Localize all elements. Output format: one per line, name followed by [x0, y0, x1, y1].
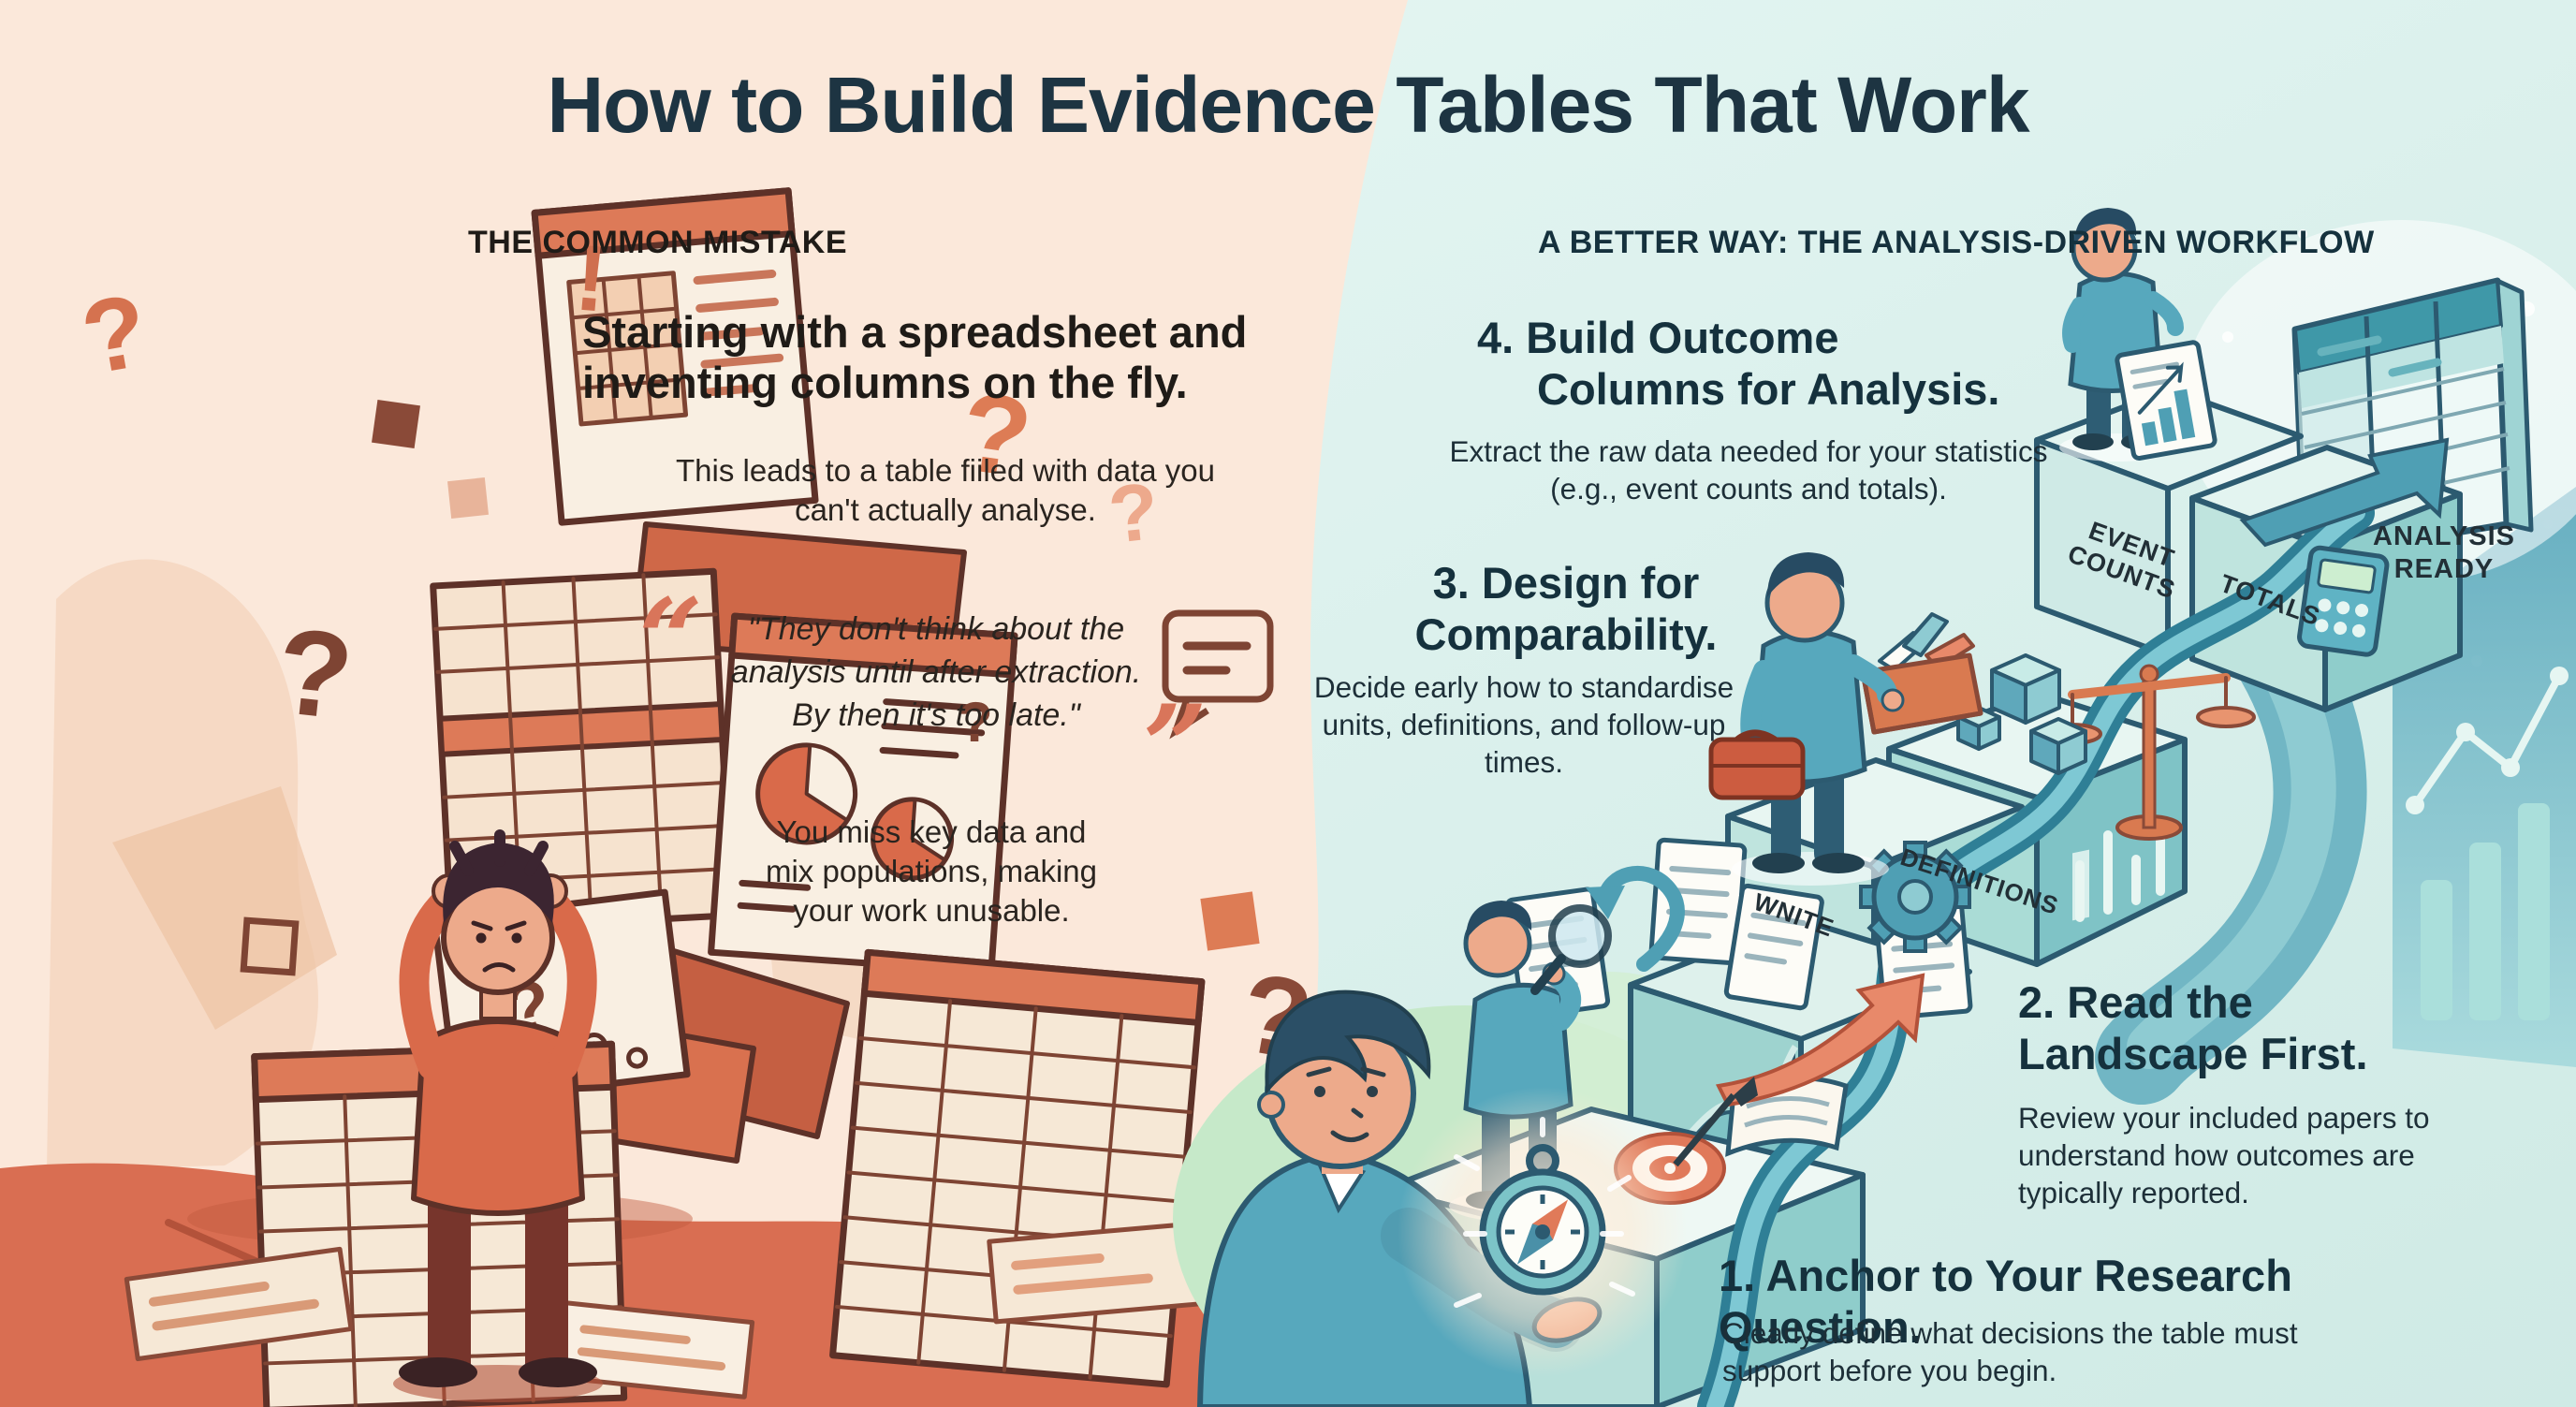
loop-arrow-icon: [1586, 865, 1685, 972]
cascade-band-inner: [2127, 633, 2336, 1069]
person-with-chart: [2059, 208, 2217, 462]
right-section-heading: A BETTER WAY: THE ANALYSIS-DRIVEN WORKFL…: [1538, 225, 2375, 260]
stair-label-analysis-ready: ANALYSIS READY: [2373, 521, 2515, 584]
cube-icons: [1956, 653, 2087, 775]
speech-bubble-icon: [1162, 609, 1274, 740]
spreadsheet-stack-illustration: [124, 187, 1213, 1407]
step-2-description: Review your included papers to understan…: [2018, 1101, 2430, 1209]
step-1-title: 1. Anchor to Your Research Question.: [1719, 1251, 2292, 1352]
mistake-headline: Starting with a spreadsheet and inventin…: [582, 307, 1248, 408]
magnifier-icon: [1530, 904, 1612, 995]
quote-text: "They don't think about the analysis unt…: [730, 611, 1142, 733]
step-3-description: Decide early how to standardise units, d…: [1313, 670, 1734, 779]
close-quote-icon: ”: [1142, 680, 1208, 813]
frustrated-person: [393, 829, 603, 1402]
step-4-description: Extract the raw data needed for your sta…: [1449, 434, 2048, 506]
mistake-consequence: You miss key data and mix populations, m…: [765, 814, 1097, 929]
mistake-lead: This leads to a table fiiled with data y…: [675, 453, 1215, 527]
chart-sheet-icon: [2115, 340, 2217, 461]
question-mark-icon: ?: [959, 691, 993, 754]
line-chart-icon: [2411, 674, 2563, 808]
orange-arrow-icon: [1715, 973, 1925, 1107]
step-4-title: 4. Build Outcome Columns for Analysis.: [1477, 313, 2000, 414]
open-toolbox-icon: [1860, 612, 1983, 735]
step-2-title: 2. Read the Landscape First.: [2018, 977, 2368, 1078]
mistake-quote: “ "They don't think about the analysis u…: [638, 584, 1208, 803]
teal-arrow-icon: [2239, 437, 2450, 548]
question-mark-icon: ?: [1105, 466, 1163, 561]
main-title: How to Build Evidence Tables That Work: [547, 61, 2029, 149]
calculator-icon: [2297, 545, 2390, 657]
question-mark-icon: ?: [271, 602, 359, 746]
left-section-heading: THE COMMON MISTAKE: [468, 225, 848, 260]
step-1-description: Clearly define what decisions the table …: [1722, 1316, 2298, 1387]
step-3-title: 3. Design for Comparability.: [1414, 558, 1718, 659]
compass-icon: [1398, 1087, 1688, 1377]
open-quote-icon: “: [638, 574, 704, 706]
person-with-toolbox: [1708, 552, 1905, 886]
briefcase-icon: [1708, 729, 1806, 800]
